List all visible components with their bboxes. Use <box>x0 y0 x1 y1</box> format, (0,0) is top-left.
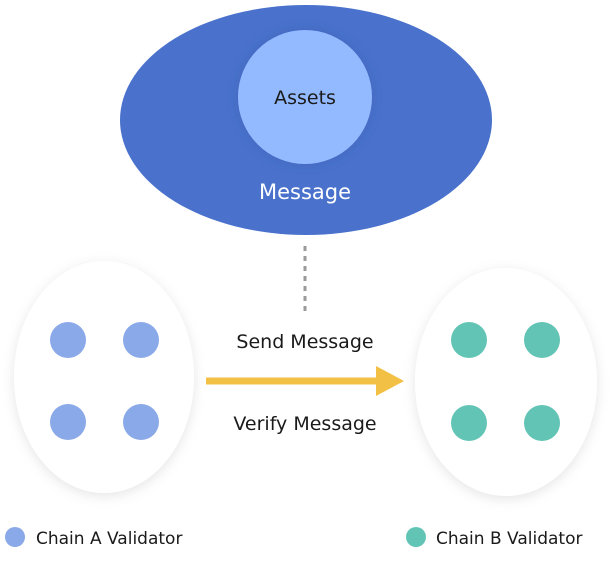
chain-a-validator-node <box>123 404 159 440</box>
chain-a-validator-group <box>14 261 194 493</box>
chain-b-validator-node <box>524 405 560 441</box>
chain-b-validator-node <box>451 322 487 358</box>
assets-label: Assets <box>274 87 336 109</box>
legend: Chain A Validator Chain B Validator <box>5 527 582 549</box>
send-message-label: Send Message <box>236 331 373 353</box>
verify-message-label: Verify Message <box>233 413 376 435</box>
legend-label: Chain B Validator <box>436 529 582 549</box>
legend-item-chain-b: Chain B Validator <box>406 527 582 549</box>
arrow-head-icon <box>376 366 404 396</box>
legend-swatch <box>406 527 426 547</box>
chain-b-ellipse <box>415 268 597 496</box>
assets-circle <box>238 30 372 164</box>
chain-a-ellipse <box>14 261 194 493</box>
chain-a-validator-node <box>50 322 86 358</box>
message-group: Assets Message <box>120 5 492 235</box>
chain-b-validator-node <box>524 322 560 358</box>
message-arrow-group: Send Message Verify Message <box>206 331 404 435</box>
legend-item-chain-a: Chain A Validator <box>5 527 182 549</box>
chain-b-validator-node <box>451 405 487 441</box>
legend-label: Chain A Validator <box>36 529 182 549</box>
legend-swatch <box>5 527 25 547</box>
chain-a-validator-node <box>50 404 86 440</box>
chain-b-validator-group <box>415 268 597 496</box>
message-label: Message <box>259 180 351 204</box>
chain-a-validator-node <box>123 322 159 358</box>
